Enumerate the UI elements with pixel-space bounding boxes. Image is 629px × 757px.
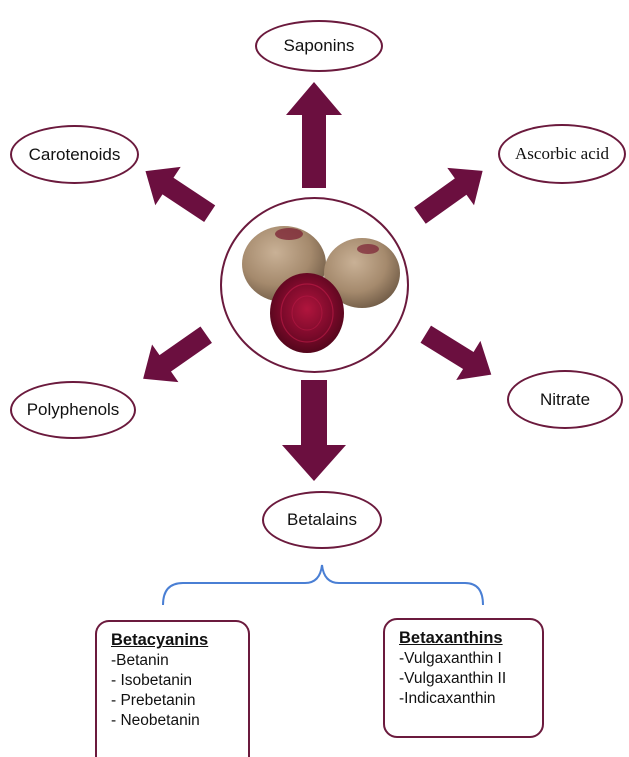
center-oval [220,197,409,373]
betacyanins-title: Betacyanins [111,631,209,649]
node-betalains: Betalains [262,491,382,549]
beet-whole-right [324,238,400,308]
arrow-to-nitrate [420,325,492,381]
arrow-to-polyphenols [143,326,212,383]
betaxanthins-box: Betaxanthins -Vulgaxanthin I -Vulgaxanth… [383,618,544,738]
node-carotenoids: Carotenoids [10,125,139,184]
arrow-to-betalains [282,380,346,481]
betacyanins-box: Betacyanins -Betanin - Isobetanin - Preb… [95,620,250,757]
betalains-bracket [162,564,484,606]
node-nitrate: Nitrate [507,370,623,429]
betaxanthin-item: -Vulgaxanthin I [399,650,502,667]
betacyanin-item: - Prebetanin [111,692,196,709]
betacyanin-item: - Isobetanin [111,672,192,689]
betaxanthin-item: -Vulgaxanthin II [399,670,507,687]
node-ascorbic-acid: Ascorbic acid [498,124,626,184]
betacyanin-item: -Betanin [111,652,169,669]
arrow-to-carotenoids [145,166,216,223]
betaxanthin-item: -Indicaxanthin [399,690,496,707]
betacyanin-item: - Neobetanin [111,712,200,729]
node-polyphenols: Polyphenols [10,381,136,439]
beetroot-image [242,226,400,353]
betaxanthins-title: Betaxanthins [399,629,503,647]
arrow-to-ascorbic-acid [414,167,483,224]
arrow-to-saponins [286,82,342,188]
node-saponins: Saponins [255,20,383,72]
